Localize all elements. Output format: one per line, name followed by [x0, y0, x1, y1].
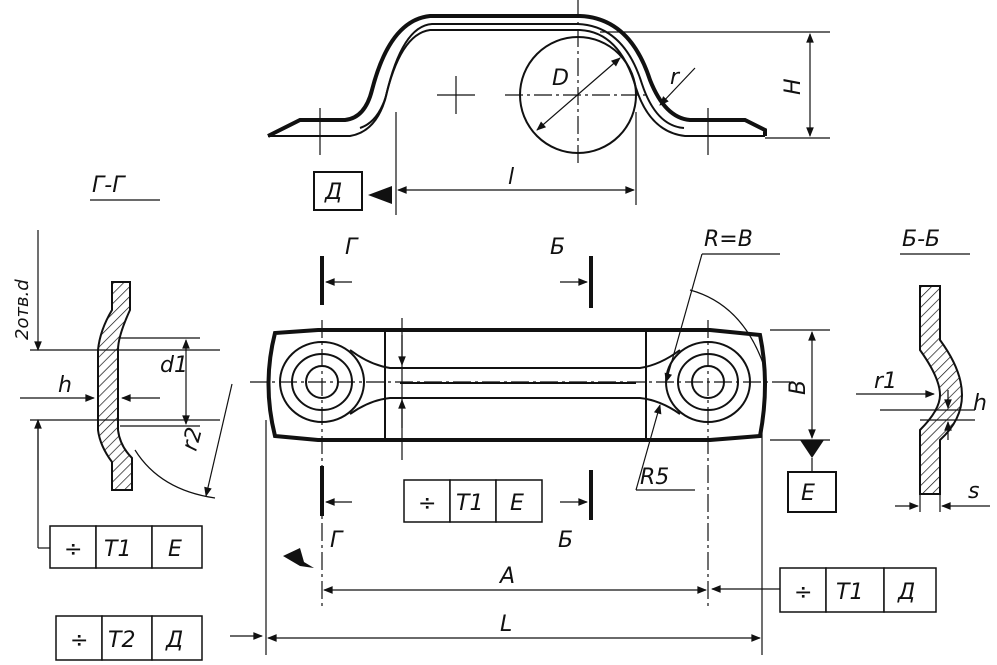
- tol-value-2: T1: [104, 537, 131, 562]
- tolerance-frame-3: ÷ T1 Д: [779, 567, 937, 613]
- plate-outline: [266, 328, 767, 442]
- label-L: L: [500, 612, 512, 637]
- top-view: D r H l Д: [267, 0, 830, 215]
- tol-symbol-2: ÷: [64, 537, 82, 562]
- section-mark-b-bottom: Б: [558, 528, 573, 553]
- section-title-g-g: Г-Г: [92, 173, 126, 198]
- tol-datum-1: Е: [510, 491, 524, 516]
- label-D: D: [552, 66, 569, 91]
- clamp-profile-inner: [268, 29, 765, 137]
- section-mark-g-top: Г: [345, 235, 359, 260]
- section-g-g: Г-Г 2отв.d d1 h r2: [12, 173, 233, 549]
- label-r: r: [670, 65, 681, 90]
- section-b-hatch: [919, 285, 964, 495]
- section-mark-b-top: Б: [550, 235, 565, 260]
- label-R5: R5: [640, 465, 669, 490]
- section-title-b-b: Б-Б: [902, 227, 940, 252]
- label-h-g: h: [58, 373, 72, 398]
- tol-datum-4: Д: [165, 628, 183, 653]
- tol-symbol-3: ÷: [794, 580, 812, 605]
- section-g-hatch: [97, 281, 133, 491]
- label-H: H: [781, 78, 806, 95]
- label-r2: r2: [178, 425, 208, 454]
- label-h-b: h: [973, 391, 987, 416]
- datum-box-D: [313, 171, 363, 211]
- datum-E-text: Е: [801, 481, 815, 506]
- tolerance-frame-2: ÷ T1 Е: [49, 525, 203, 569]
- datum-box-E: [787, 471, 837, 513]
- section-b-b: Б-Б r1 h s: [856, 227, 990, 512]
- tol-symbol-4: ÷: [70, 628, 88, 653]
- tolerance-frame-1: ÷ T1 Е: [403, 479, 543, 523]
- tol-datum-2: Е: [168, 537, 182, 562]
- tol-value-3: T1: [836, 580, 863, 605]
- label-R-eq-B: R=B: [704, 227, 753, 252]
- tol-value-1: T1: [456, 491, 483, 516]
- tol-datum-3: Д: [897, 580, 915, 605]
- tol-symbol-1: ÷: [418, 491, 436, 516]
- label-B: B: [786, 380, 811, 395]
- tolerance-frame-4: ÷ T2 Д: [55, 615, 203, 661]
- label-holes: 2отв.d: [12, 279, 33, 340]
- label-l: l: [508, 165, 514, 190]
- datum-D-text: Д: [324, 180, 342, 205]
- label-s: s: [968, 479, 979, 504]
- label-A: A: [498, 564, 515, 589]
- section-mark-g-bottom: Г: [330, 528, 344, 553]
- main-view: R=B R5 B Е Г Г Б Б A: [230, 227, 837, 655]
- label-d1: d1: [160, 353, 188, 378]
- clamp-profile-outer: [267, 14, 767, 138]
- label-r1: r1: [874, 369, 897, 394]
- tol-value-4: T2: [108, 628, 135, 653]
- datum-triangle-D: [368, 186, 392, 204]
